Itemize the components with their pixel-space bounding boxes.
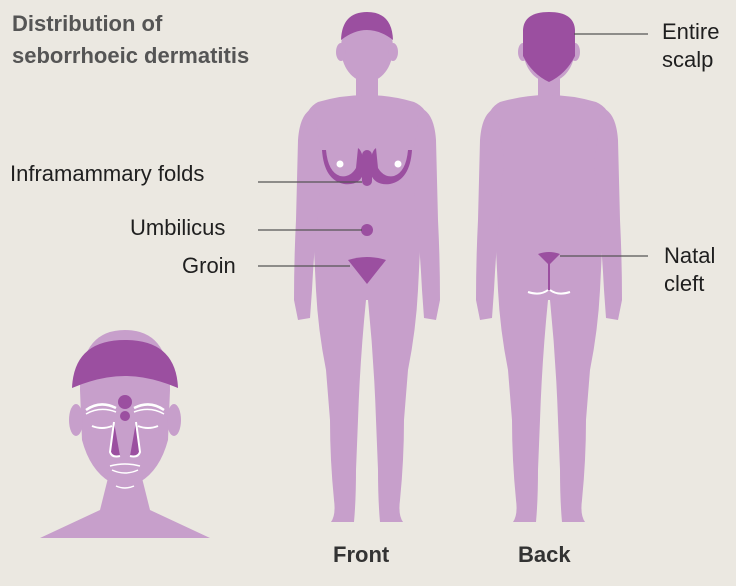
- title-line-2: seborrhoeic dermatitis: [12, 40, 249, 72]
- diagram-title: Distribution of seborrhoeic dermatitis: [12, 8, 249, 72]
- title-line-1: Distribution of: [12, 8, 249, 40]
- label-entire-scalp: Entire scalp: [662, 18, 719, 74]
- label-natal-cleft: Natal cleft: [664, 242, 715, 298]
- caption-back: Back: [518, 542, 571, 568]
- label-natal-cleft-line-2: cleft: [664, 270, 715, 298]
- label-inframammary-folds: Inframammary folds: [10, 160, 204, 188]
- umbilicus-mark: [361, 224, 373, 236]
- caption-front: Front: [333, 542, 389, 568]
- face-closeup: [40, 330, 210, 538]
- label-umbilicus: Umbilicus: [130, 214, 225, 242]
- label-natal-cleft-line-1: Natal: [664, 242, 715, 270]
- label-groin: Groin: [182, 252, 236, 280]
- label-entire-scalp-line-1: Entire: [662, 18, 719, 46]
- label-entire-scalp-line-2: scalp: [662, 46, 719, 74]
